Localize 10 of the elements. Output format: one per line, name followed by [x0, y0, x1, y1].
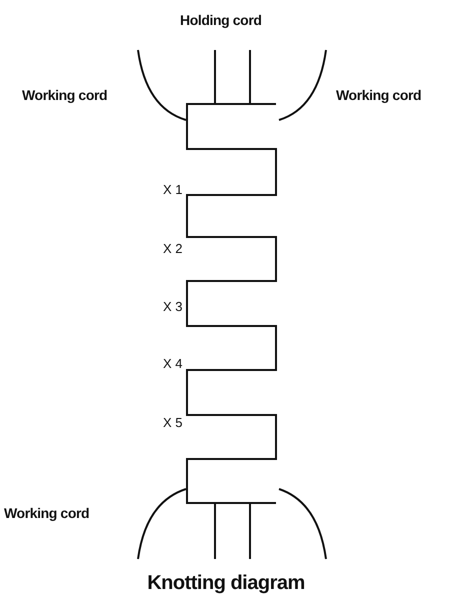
cord-label: Working cord — [22, 88, 108, 102]
cord-label: Working cord — [4, 506, 90, 520]
diagram-caption: Knotting diagram — [146, 572, 306, 594]
cord-label: Holding cord — [180, 13, 262, 27]
repeat-count-label: X 4 — [163, 357, 183, 370]
repeat-count-label: X 1 — [163, 183, 183, 196]
cord-label: Working cord — [336, 88, 422, 102]
repeat-count-label: X 5 — [163, 416, 183, 429]
repeat-count-label: X 3 — [163, 300, 183, 313]
repeat-count-label: X 2 — [163, 242, 183, 255]
